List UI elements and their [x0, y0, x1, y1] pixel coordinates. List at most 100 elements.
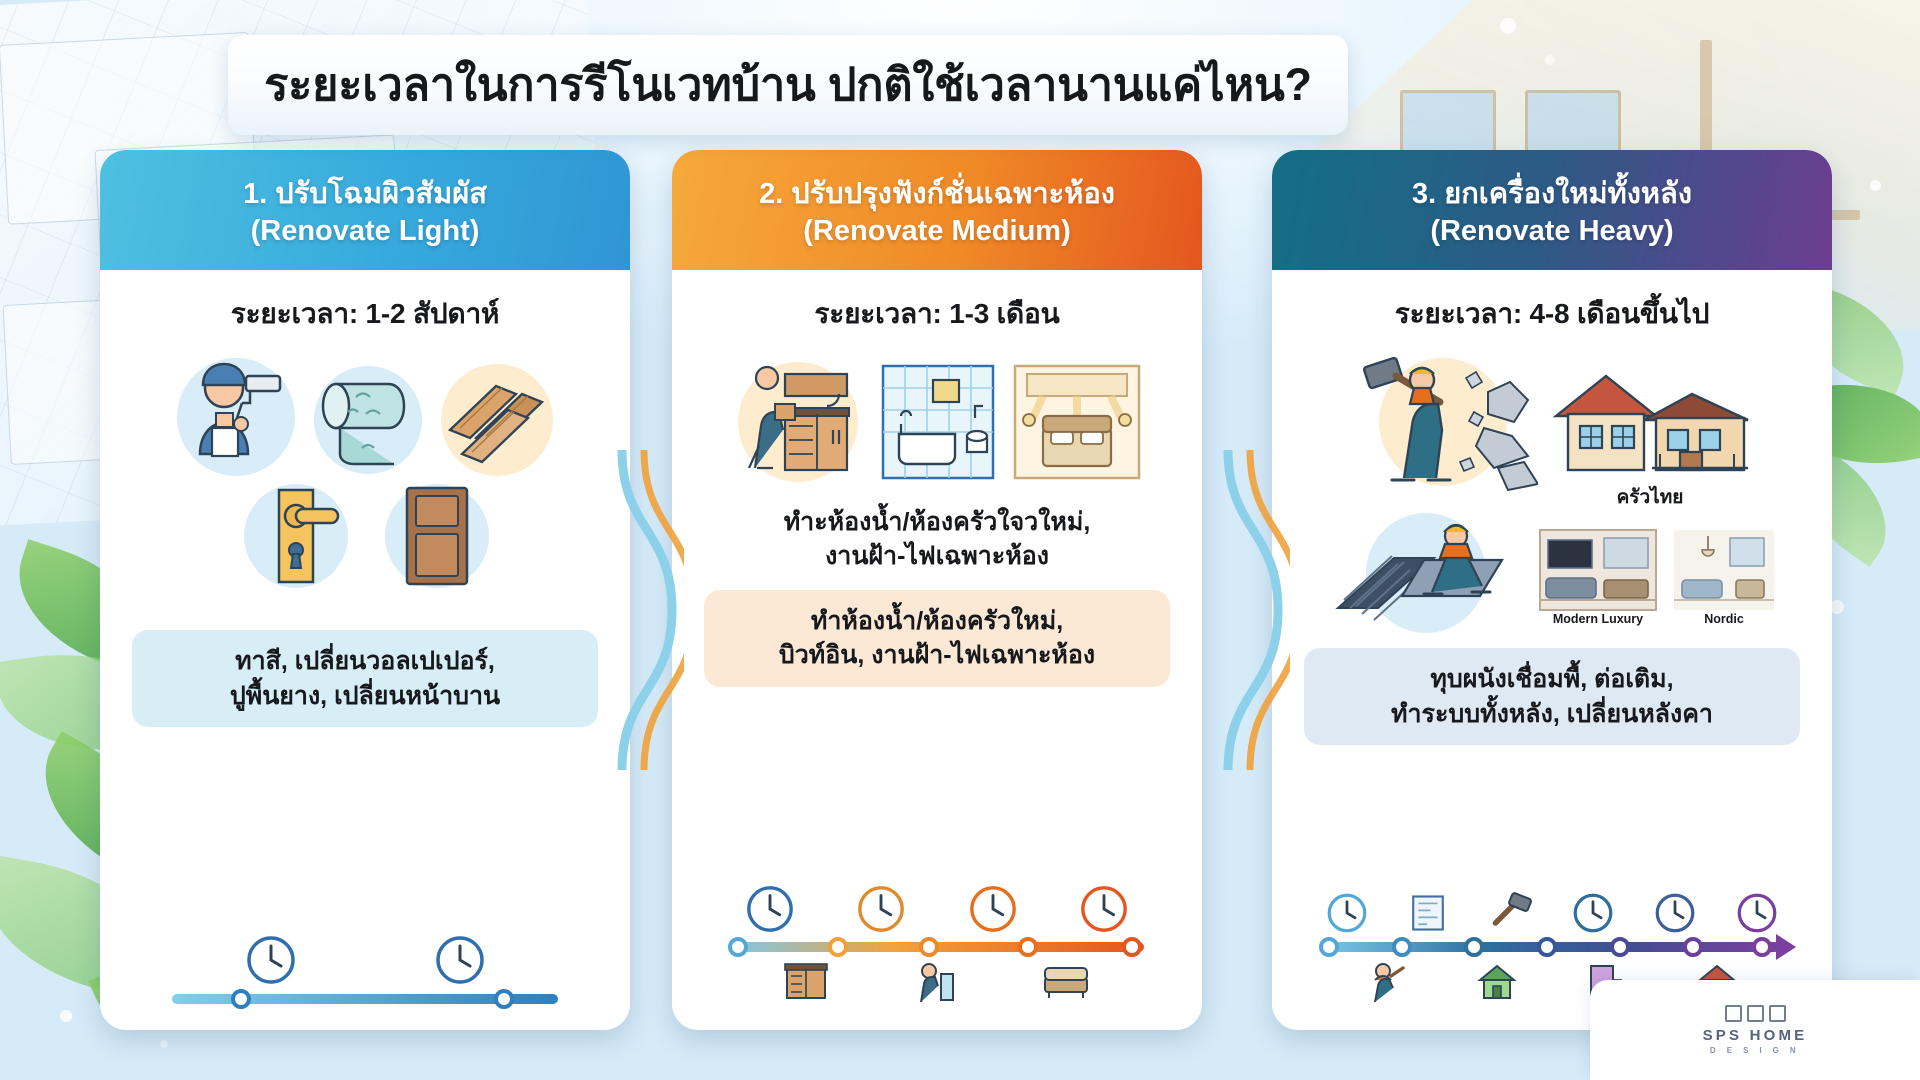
bokeh-dot	[160, 1040, 168, 1048]
wallpaper-roll-icon	[310, 364, 426, 476]
plumber-icon	[920, 963, 954, 1003]
card-2-progress-track	[728, 937, 1144, 957]
clock-icon	[969, 886, 1016, 932]
card-3-clock-row	[1296, 892, 1808, 934]
bathroom-icon	[875, 358, 1001, 486]
card-3-title-english: (Renovate Heavy)	[1430, 215, 1674, 248]
logo-mark-icon	[1724, 1005, 1786, 1022]
timeline-node	[1683, 937, 1704, 957]
clock-icon	[1737, 893, 1777, 933]
card-3-title-thai: 3. ยกเครื่องใหม่ทั้งหลัง	[1412, 178, 1692, 210]
card-1-duration: ระยะเวลา: 1-2 สัปดาห์	[230, 298, 500, 330]
timeline-arrow-icon	[1776, 934, 1796, 960]
card-2-mid-note: ทำะห้องน้ำ/ห้องครัวใจวใหม่, งานฝ้า-ไฟเฉพ…	[690, 506, 1184, 574]
timeline-node	[1537, 937, 1558, 957]
card-1-title-thai: 1. ปรับโฉมผิวสัมผัส	[243, 178, 487, 210]
card-1-body: ระยะเวลา: 1-2 สัปดาห์	[100, 270, 630, 1030]
card-2-clock-row	[696, 884, 1178, 934]
card-3-label-house: ครัวไทย	[1616, 487, 1684, 509]
card-3-label-style-right: Nordic	[1704, 612, 1744, 627]
clock-icon	[435, 936, 484, 984]
clock-icon	[746, 886, 793, 932]
logo-name: SPS HOME	[1702, 1027, 1808, 1044]
card-2-mid-note-line1: ทำะห้องน้ำ/ห้องครัวใจวใหม่,	[783, 508, 1091, 537]
card-3-caption-line2: ทำระบบทั้งหลัง, เปลี่ยนหลังคา	[1391, 699, 1713, 728]
kitchen-cabinet-icon	[784, 963, 828, 999]
page-title: ระยะเวลาในการรีโนเวทบ้าน ปกติใช้เวลานานแ…	[264, 59, 1312, 111]
timeline-node	[231, 989, 252, 1009]
connector-card1-card2	[617, 450, 684, 770]
card-3-progress-track	[1318, 934, 1796, 960]
wood-plank-flooring-icon	[436, 364, 558, 477]
connector-card2-card3	[1223, 450, 1290, 770]
timeline-node	[1464, 937, 1485, 957]
bokeh-dot	[1830, 600, 1844, 614]
card-2-caption-line2: บิวท์อิน, งานฝ้า-ไฟเฉพาะห้อง	[778, 641, 1096, 670]
card-2-icon-row	[690, 356, 1184, 488]
bokeh-dot	[60, 1010, 72, 1022]
house-exterior-icon: ครัวไทย	[1544, 360, 1756, 512]
card-renovate-heavy[interactable]: 3. ยกเครื่องใหม่ทั้งหลัง (Renovate Heavy…	[1272, 150, 1832, 1030]
card-2-mid-note-line2: งานฝ้า-ไฟเฉพาะห้อง	[825, 541, 1049, 570]
interior-nordic-icon: Nordic	[1672, 528, 1776, 626]
card-3-timeline	[1272, 892, 1832, 1004]
card-3-header: 3. ยกเครื่องใหม่ทั้งหลัง (Renovate Heavy…	[1272, 150, 1832, 271]
card-1-caption-line1: ทาสี, เปลี่ยนวอลเปเปอร์,	[235, 647, 495, 676]
card-3-icon-row-top: ครัวไทย	[1290, 352, 1814, 512]
timeline-node	[1751, 937, 1772, 957]
door-handle-icon	[241, 482, 351, 590]
timeline-node	[827, 937, 848, 957]
card-2-duration: ระยะเวลา: 1-3 เดือน	[814, 298, 1060, 330]
card-2-foot-icons	[696, 962, 1178, 1004]
timeline-node	[1610, 937, 1631, 957]
kitchen-worker-icon	[729, 356, 867, 488]
cards-container: 1. ปรับโฉมผิวสัมผัส (Renovate Light) ระย…	[0, 150, 1920, 1050]
timeline-node	[1018, 937, 1039, 957]
card-2-caption: ทำห้องน้ำ/ห้องครัวใหม่, บิวท์อิน, งานฝ้า…	[704, 589, 1170, 687]
card-1-header: 1. ปรับโฉมผิวสัมผัส (Renovate Light)	[100, 150, 630, 271]
bedroom-ceiling-icon	[1009, 358, 1145, 486]
card-2-caption-line1: ทำห้องน้ำ/ห้องครัวใหม่,	[810, 606, 1064, 635]
bokeh-dot	[1545, 55, 1555, 65]
logo-subtitle: D E S I G N	[1709, 1046, 1801, 1055]
card-renovate-medium[interactable]: 2. ปรับปรุงฟังก์ชั่นเฉพาะห้อง (Renovate …	[672, 150, 1202, 1030]
timeline-node	[493, 989, 514, 1009]
card-1-icon-row-bottom	[118, 482, 612, 590]
green-house-icon	[1476, 964, 1517, 999]
card-2-title-thai: 2. ปรับปรุงฟังก์ชั่นเฉพาะห้อง	[759, 178, 1115, 210]
clock-icon	[1573, 893, 1613, 933]
card-1-icon-row-top	[118, 358, 612, 477]
timeline-node	[1391, 937, 1412, 957]
painter-roller-icon	[172, 358, 300, 477]
card-2-title-english: (Renovate Medium)	[803, 215, 1071, 248]
bokeh-dot	[1870, 180, 1881, 191]
card-1-progress-track	[172, 989, 558, 1009]
sledgehammer-demolition-icon	[1348, 352, 1538, 492]
card-3-caption-line1: ทุบผนังเชื่อมพื้, ต่อเติม,	[1430, 665, 1674, 694]
card-renovate-light[interactable]: 1. ปรับโฉมผิวสัมผัส (Renovate Light) ระย…	[100, 150, 630, 1030]
clock-icon	[1327, 893, 1367, 933]
timeline-node	[918, 937, 939, 957]
clock-icon	[246, 936, 295, 984]
card-3-body: ระยะเวลา: 4-8 เดือนขึ้นไป	[1272, 270, 1832, 1030]
brand-logo: SPS HOME D E S I G N	[1590, 980, 1920, 1080]
card-3-caption: ทุบผนังเชื่อมพื้, ต่อเติม, ทำระบบทั้งหลั…	[1304, 648, 1800, 746]
clock-icon	[858, 886, 905, 932]
roof-worker-icon	[1328, 513, 1524, 634]
cabinet-door-icon	[385, 482, 489, 590]
hammer-icon	[1492, 892, 1532, 926]
title-banner: ระยะเวลาในการรีโนเวทบ้าน ปกติใช้เวลานานแ…	[228, 35, 1348, 135]
clock-icon	[1081, 886, 1128, 932]
card-1-timeline	[100, 934, 630, 1009]
bokeh-dot	[1500, 18, 1516, 34]
bed-icon	[1044, 967, 1088, 998]
card-2-timeline	[672, 884, 1202, 1004]
clock-icon	[1655, 893, 1695, 933]
card-1-clock-row	[124, 934, 606, 986]
card-1-title-english: (Renovate Light)	[250, 215, 480, 248]
card-1-caption-line2: ปูพื้นยาง, เปลี่ยนหน้าบาน	[229, 681, 501, 710]
interior-modern-icon: Modern Luxury	[1538, 528, 1658, 626]
timeline-node	[1121, 937, 1142, 957]
card-3-label-style-left: Modern Luxury	[1552, 612, 1644, 627]
timeline-node	[1318, 937, 1339, 957]
